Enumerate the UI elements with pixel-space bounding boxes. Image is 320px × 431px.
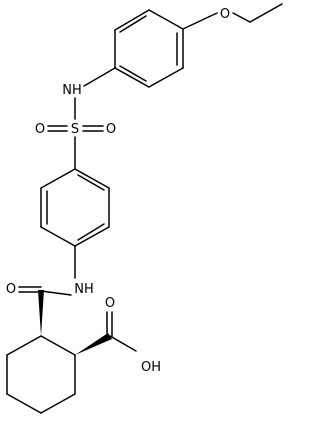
ethyl-o-bond bbox=[232, 12, 251, 23]
nh-carbonyl-bond bbox=[40, 290, 72, 296]
middle-benzene-ring bbox=[40, 168, 110, 247]
sulfonyl-oxygen-left-label: O bbox=[35, 122, 45, 137]
aryl-o-bond bbox=[182, 12, 218, 30]
aryl-nh-bond bbox=[83, 67, 116, 87]
acid-hydroxyl-label: OH bbox=[141, 360, 161, 375]
ethyl-ch3-bond bbox=[249, 3, 283, 23]
stereo-wedge-acid bbox=[75, 333, 112, 355]
cyclohexane-ring bbox=[6, 335, 76, 414]
acid-c-oh-bond bbox=[109, 335, 137, 352]
stereo-wedge-amide bbox=[38, 290, 44, 336]
structure-diagram: O NH S O O NH O bbox=[6, 3, 283, 414]
sulfur-label: S bbox=[71, 122, 79, 137]
sulfonamide-nh-label: NH bbox=[62, 83, 82, 98]
amide-oxygen-label: O bbox=[6, 282, 16, 297]
acid-carbonyl-oxygen-label: O bbox=[105, 296, 115, 311]
sulfonyl-oxygen-right-label: O bbox=[106, 122, 116, 137]
top-benzene-ring bbox=[114, 9, 184, 88]
ethoxy-oxygen-label: O bbox=[220, 7, 230, 22]
amide-nh-label: NH bbox=[74, 282, 94, 297]
